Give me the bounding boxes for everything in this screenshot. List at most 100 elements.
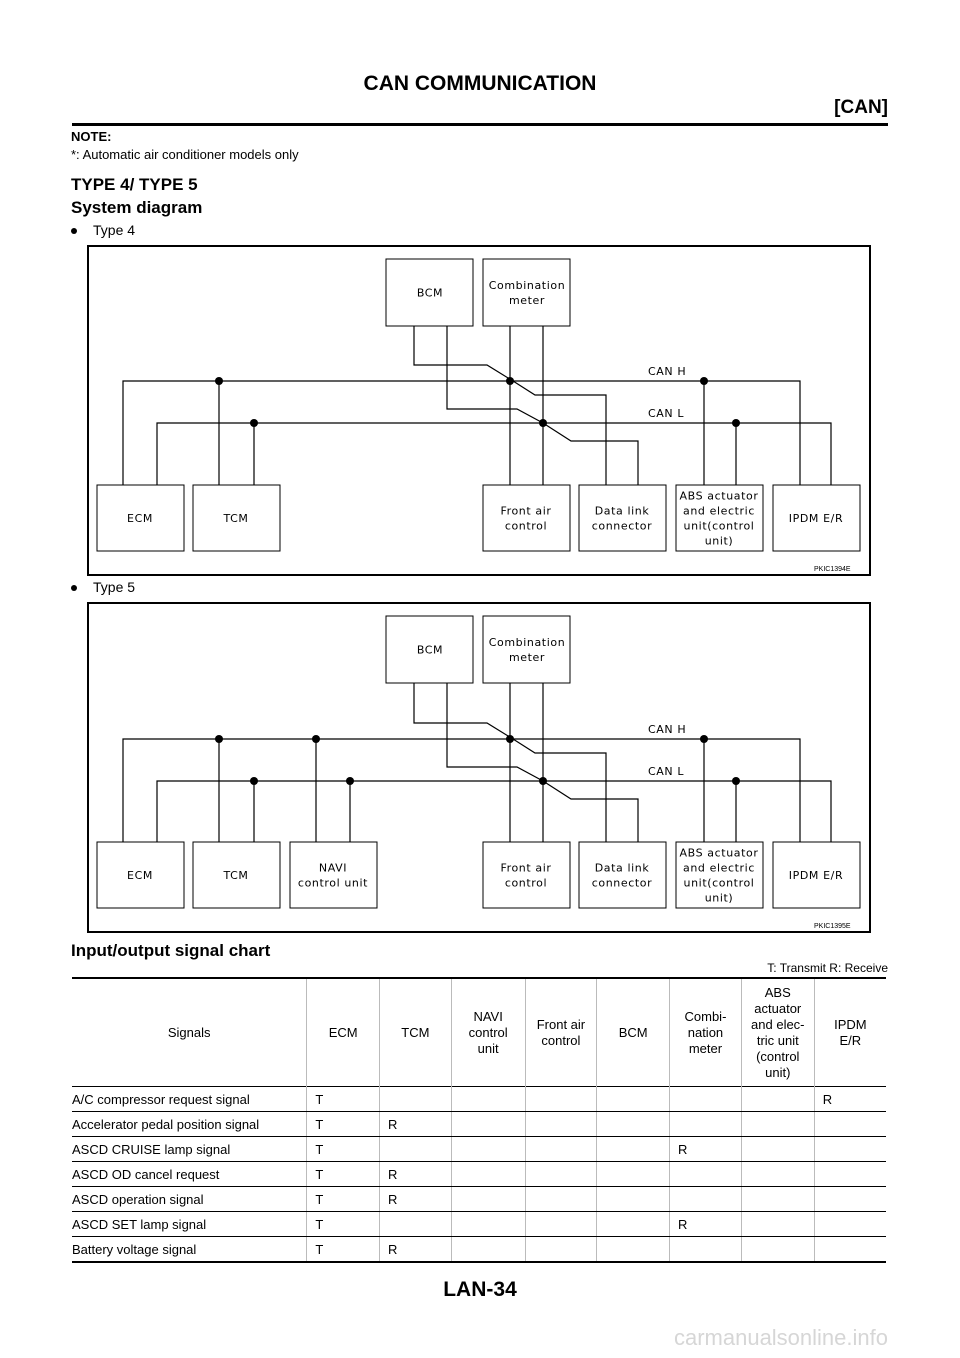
signal-value-cell [669, 1161, 742, 1187]
type5-bullet-label: Type 5 [93, 579, 136, 595]
legend: T: Transmit R: Receive [767, 961, 888, 975]
label-line: IPDM E/R [789, 512, 843, 525]
can-h-bus [122, 738, 801, 842]
signal-value-cell [740, 1161, 815, 1187]
label-line: connector [592, 877, 653, 890]
signal-name-cell: ASCD OD cancel request [72, 1161, 307, 1187]
splice-dot [312, 735, 320, 743]
label-line: Front air [500, 862, 551, 875]
signal-value-cell [669, 1111, 742, 1137]
splice-dot [700, 735, 708, 743]
splice-dot [539, 777, 547, 785]
signal-value-cell [450, 1161, 526, 1187]
signal-value-cell [379, 1211, 452, 1237]
diagram-frame [87, 602, 871, 933]
label-line: and electric [683, 862, 755, 875]
ipdm-box [772, 484, 861, 552]
label-line: unit) [705, 892, 734, 905]
signal-name-cell: A/C compressor request signal [72, 1086, 307, 1112]
signal-value-cell [740, 1136, 815, 1162]
signal-value-cell [524, 1111, 597, 1137]
signal-value-cell: R [379, 1236, 452, 1263]
signal-name-cell: Accelerator pedal position signal [72, 1111, 307, 1137]
label-line: control unit [298, 877, 368, 890]
label-line: ABS actuator [680, 490, 759, 503]
bullet-icon [71, 228, 77, 235]
bullet-icon [71, 585, 77, 592]
signal-value-cell [596, 1136, 670, 1162]
note-heading: NOTE: [71, 129, 112, 144]
signal-value-cell: T [306, 1086, 380, 1112]
signal-value-cell [740, 1186, 815, 1212]
abs-actuator-box [675, 841, 764, 909]
label-line: unit(control [684, 877, 755, 890]
type4-bullet-label: Type 4 [93, 222, 136, 238]
signal-value-cell [524, 1236, 597, 1263]
system-diagram-heading: System diagram [71, 198, 203, 217]
header-rule [72, 123, 888, 126]
type5-bullet: Type 5 [71, 579, 135, 595]
type-heading: TYPE 4/ TYPE 5 [71, 175, 198, 194]
signal-value-cell [379, 1136, 452, 1162]
label-line: IPDM E/R [789, 869, 843, 882]
abs-actuator-box [675, 484, 764, 552]
signal-value-cell: R [669, 1211, 742, 1237]
signal-value-cell [596, 1111, 670, 1137]
ipdm-label: IPDM E/R [789, 512, 843, 525]
signal-value-cell [379, 1086, 452, 1112]
column-header-signals: Signals [167, 1024, 211, 1040]
navi-control-unit-box [289, 841, 378, 909]
ecm-label: ECM [127, 869, 153, 882]
signal-value-cell [450, 1236, 526, 1263]
combination-meter-box [482, 258, 571, 327]
signal-value-cell [596, 1161, 670, 1187]
tcm-label: TCM [222, 869, 248, 882]
signal-value-cell: R [813, 1086, 886, 1112]
label-line: BCM [417, 287, 443, 300]
data-link-connector-box [578, 841, 667, 909]
label-line: Combination [489, 279, 566, 292]
label-line: Data link [595, 505, 650, 518]
signal-value-cell [524, 1211, 597, 1237]
figure-code: PKIC1395E [814, 923, 851, 930]
label-line: meter [509, 294, 545, 307]
signal-value-cell [740, 1211, 815, 1237]
can-h-label: CAN H [648, 365, 686, 378]
signal-value-cell [813, 1136, 886, 1162]
signal-value-cell [450, 1211, 526, 1237]
splice-dot [250, 419, 258, 427]
watermark: carmanualsonline.info [673, 1325, 888, 1350]
can-l-bus [156, 422, 832, 485]
type4-bullet: Type 4 [71, 222, 135, 238]
splice-dots [215, 377, 740, 427]
can-h-label: CAN H [648, 723, 686, 736]
signal-value-cell [740, 1111, 815, 1137]
front-air-control-box [482, 841, 571, 909]
label-line: Data link [595, 862, 650, 875]
section-tag: [CAN] [834, 97, 888, 118]
signal-value-cell [524, 1186, 597, 1212]
signal-value-cell [596, 1186, 670, 1212]
signal-name-cell: Battery voltage signal [72, 1236, 307, 1263]
signal-value-cell: R [669, 1136, 742, 1162]
figure-code: PKIC1394E [814, 566, 851, 573]
splice-dot [215, 735, 223, 743]
can-l-label: CAN L [648, 765, 684, 778]
